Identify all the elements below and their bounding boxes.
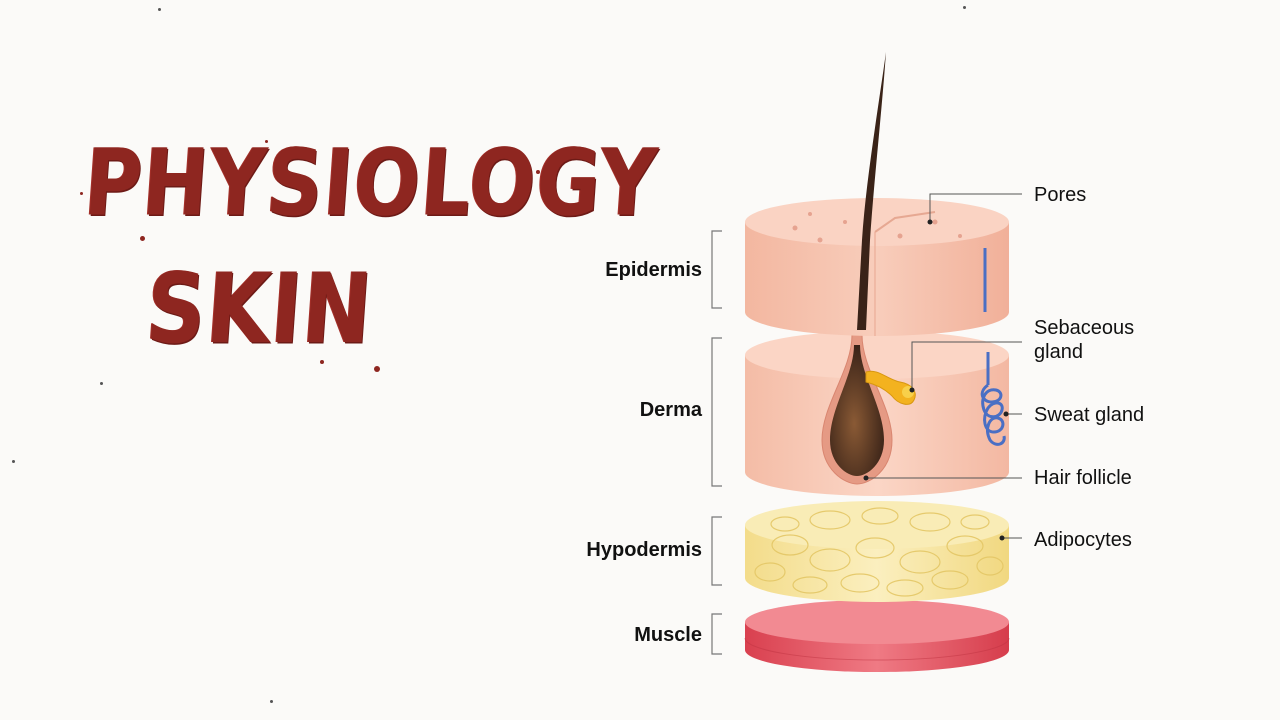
paint-speck xyxy=(374,366,380,372)
paint-speck xyxy=(536,170,540,174)
label-pores: Pores xyxy=(1034,184,1087,206)
label-sweat-gland: Sweat gland xyxy=(1034,404,1145,426)
paint-speck xyxy=(320,360,324,364)
paint-speck xyxy=(140,236,145,241)
hair-follicle xyxy=(821,334,893,485)
hypodermis-layer xyxy=(745,501,1009,602)
dust-dot xyxy=(270,700,273,703)
hair-shaft xyxy=(857,52,886,330)
label-muscle: Muscle xyxy=(634,624,702,646)
dust-dot xyxy=(158,8,161,11)
muscle-layer xyxy=(744,600,1010,672)
paint-speck xyxy=(265,140,268,143)
dust-dot xyxy=(100,382,103,385)
layer-brackets xyxy=(711,230,722,655)
label-epidermis: Epidermis xyxy=(605,259,702,281)
label-sebaceous-gland: Sebaceous gland xyxy=(1034,317,1135,363)
label-derma: Derma xyxy=(639,399,702,421)
label-adipocytes: Adipocytes xyxy=(1034,529,1132,551)
dust-dot xyxy=(12,460,15,463)
label-hypodermis: Hypodermis xyxy=(586,539,702,561)
leader-dots xyxy=(863,219,1009,541)
paint-speck xyxy=(80,192,83,195)
leader-lines xyxy=(866,193,1022,539)
dust-dot xyxy=(963,6,966,9)
epidermis-layer xyxy=(745,198,1009,336)
label-hair-follicle: Hair follicle xyxy=(1034,467,1132,489)
sweat-gland xyxy=(980,352,1006,446)
